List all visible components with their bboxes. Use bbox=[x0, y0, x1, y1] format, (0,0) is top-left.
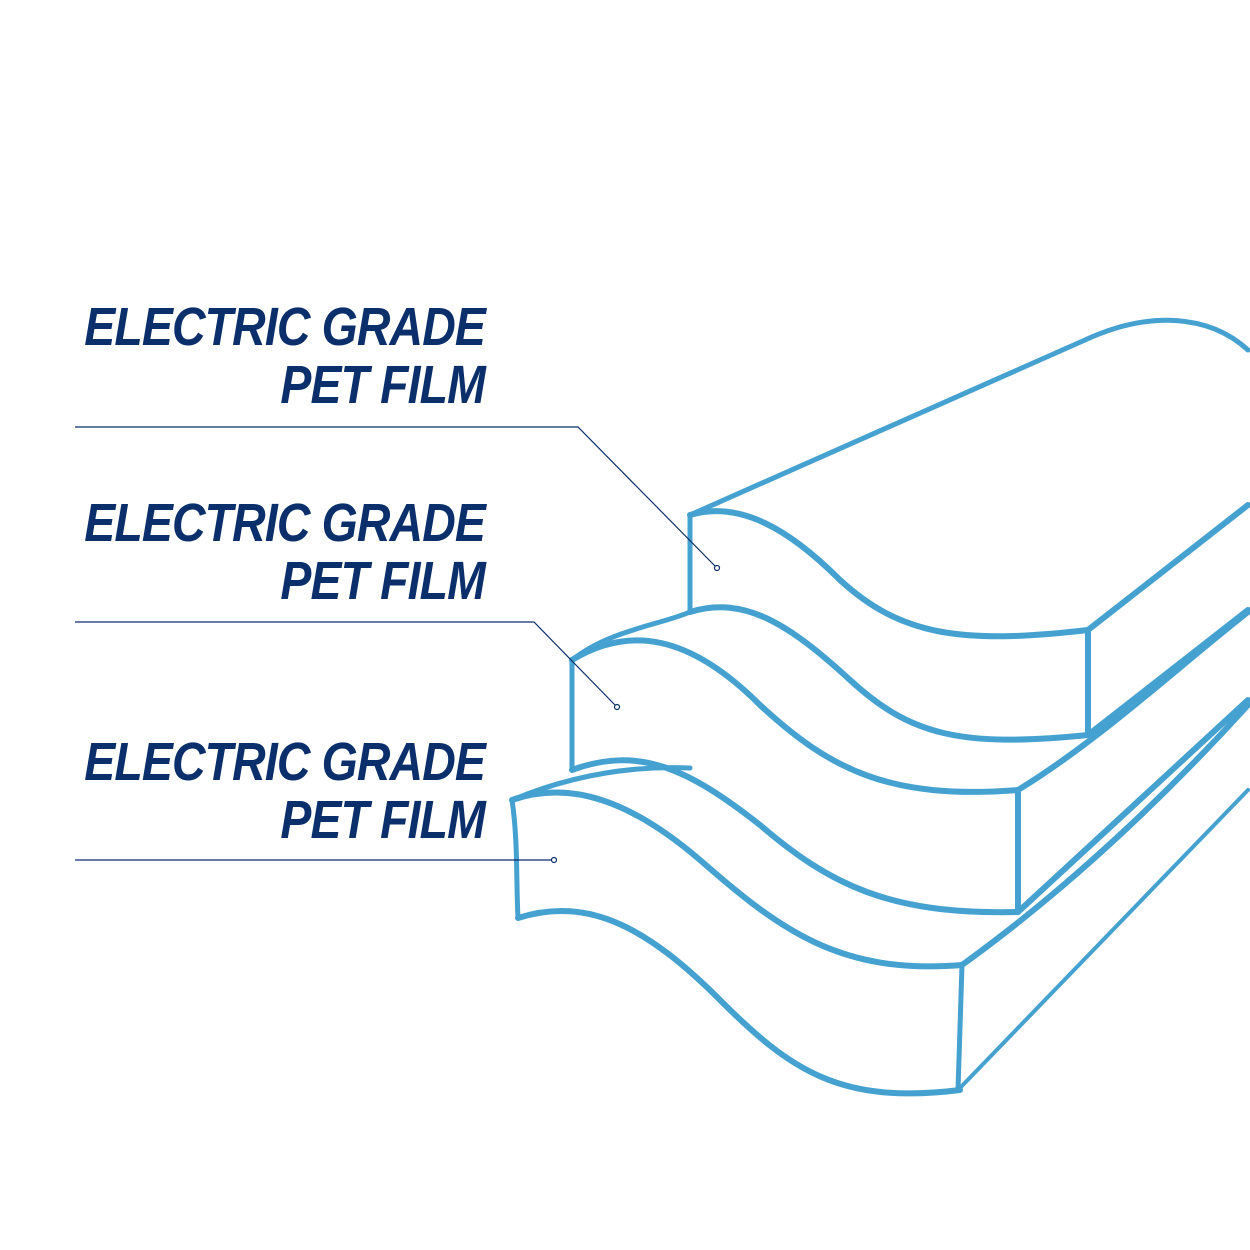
label-top-layer-line1: ELECTRIC GRADE bbox=[84, 297, 486, 357]
layer-middle-side-lower bbox=[1015, 697, 1250, 915]
layer-middle bbox=[569, 609, 1250, 916]
layer-middle-front-upper bbox=[569, 637, 1021, 795]
leader-dot-3 bbox=[550, 856, 558, 864]
layer-bottom-front-upper bbox=[509, 789, 965, 970]
label-top-layer: ELECTRIC GRADE PET FILM bbox=[84, 297, 486, 415]
layer-bottom-side-lower bbox=[956, 788, 1250, 1092]
label-top-layer-line2: PET FILM bbox=[280, 355, 486, 415]
layer-top-front-upper bbox=[687, 508, 1091, 640]
layer-top-side-upper bbox=[1085, 502, 1250, 633]
layer-bottom-side-upper bbox=[959, 702, 1250, 968]
layer-bottom bbox=[509, 702, 1250, 1097]
label-middle-layer-line1: ELECTRIC GRADE bbox=[84, 493, 486, 553]
label-middle-layer: ELECTRIC GRADE PET FILM bbox=[84, 493, 486, 611]
layer-bottom-front-lower bbox=[515, 908, 963, 1097]
layer-bottom-left-edge bbox=[509, 797, 521, 921]
leader-line-1 bbox=[75, 426, 717, 568]
layer-middle-side-upper bbox=[1015, 609, 1250, 793]
layer-middle-front-lower bbox=[569, 757, 1021, 916]
leader-line-2 bbox=[75, 621, 617, 707]
layer-top-front-lower bbox=[687, 604, 1091, 743]
label-bottom-layer: ELECTRIC GRADE PET FILM bbox=[84, 732, 486, 850]
leader-dot-1 bbox=[713, 564, 721, 572]
label-middle-layer-line2: PET FILM bbox=[280, 551, 486, 611]
label-bottom-layer-line2: PET FILM bbox=[280, 790, 486, 850]
label-bottom-layer-line1: ELECTRIC GRADE bbox=[84, 732, 486, 792]
layer-top-surface bbox=[687, 317, 1250, 518]
leader-dot-2 bbox=[613, 703, 621, 711]
layer-top bbox=[687, 317, 1250, 743]
layer-bottom-right-edge bbox=[955, 962, 965, 1093]
